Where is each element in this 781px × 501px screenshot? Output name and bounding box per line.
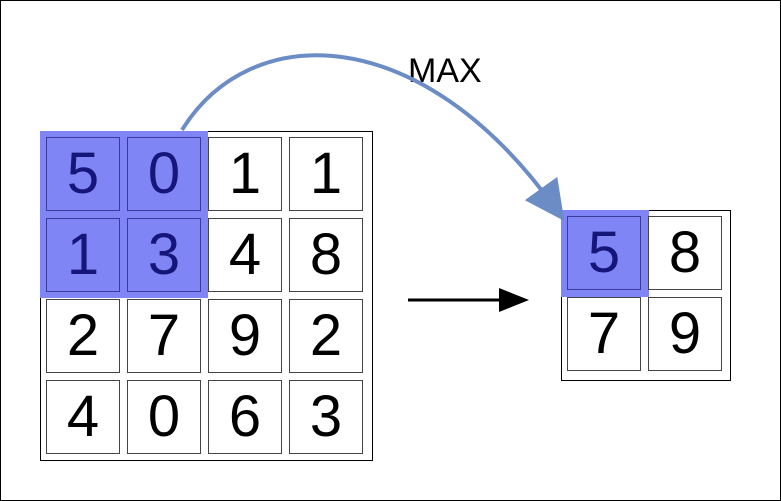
input-cell: 9 [208,299,282,373]
input-cell: 0 [127,380,201,454]
input-cell: 4 [208,218,282,292]
input-cell: 3 [289,380,363,454]
input-cell: 7 [127,299,201,373]
output-cell: 9 [648,297,722,371]
output-cell: 8 [648,216,722,290]
input-cell: 4 [46,380,120,454]
input-cell: 2 [46,299,120,373]
input-cell: 2 [289,299,363,373]
output-cell: 7 [567,297,641,371]
input-cell: 6 [208,380,282,454]
input-cell: 5 [46,137,120,211]
input-cell: 1 [208,137,282,211]
input-cell: 3 [127,218,201,292]
input-cell: 1 [289,137,363,211]
max-curve-arrow [180,53,565,221]
output-cell: 5 [567,216,641,290]
input-cell: 0 [127,137,201,211]
input-cell: 1 [46,218,120,292]
input-cell: 8 [289,218,363,292]
